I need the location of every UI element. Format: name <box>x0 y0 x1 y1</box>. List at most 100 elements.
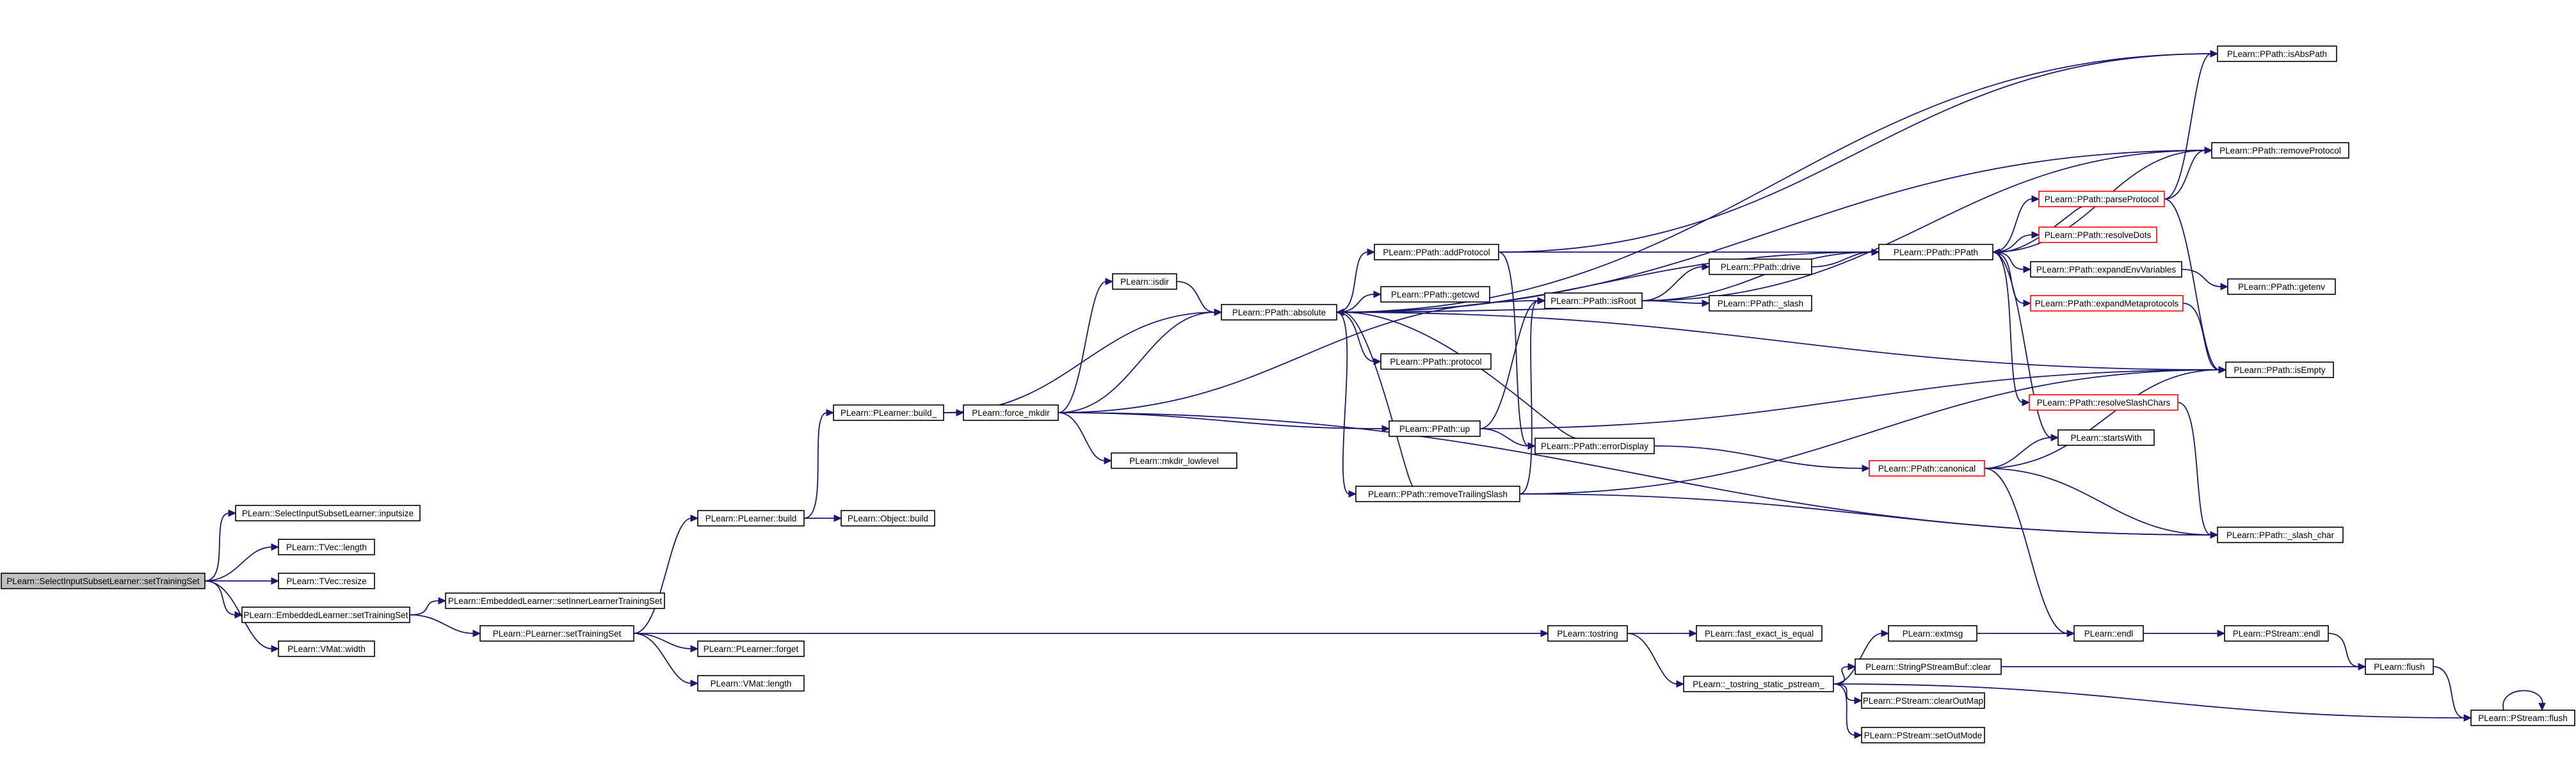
node-resolveslash-label: PLearn::PPath::resolveSlashChars <box>2037 398 2171 408</box>
node-up-box <box>1389 420 1481 437</box>
edge-up-to-isroot-line <box>1479 300 1539 429</box>
node-ppath[interactable]: PLearn::PPath::PPath <box>1878 244 1993 260</box>
node-isabs[interactable]: PLearn::PPath::isAbsPath <box>2217 45 2337 62</box>
edge-removetrail-to-absolute-line <box>1342 312 1414 487</box>
node-getcwd[interactable]: PLearn::PPath::getcwd <box>1380 286 1490 303</box>
edge-plsetts-to-plforget <box>633 633 699 653</box>
node-getenv[interactable]: PLearn::PPath::getenv <box>2227 278 2336 295</box>
node-isdir[interactable]: PLearn::isdir <box>1112 273 1177 290</box>
node-root: PLearn::SelectInputSubsetLearner::setTra… <box>1 573 205 589</box>
node-resolvedots[interactable]: PLearn::PPath::resolveDots <box>2038 226 2157 243</box>
node-slashchar[interactable]: PLearn::PPath::_slash_char <box>2217 527 2344 543</box>
node-tveclength-label: PLearn::TVec::length <box>286 543 367 552</box>
node-endl[interactable]: PLearn::endl <box>2073 625 2144 642</box>
node-fastexact[interactable]: PLearn::fast_exact_is_equal <box>1696 625 1823 642</box>
node-tostring[interactable]: PLearn::tostring <box>1547 625 1628 642</box>
node-absolute[interactable]: PLearn::PPath::absolute <box>1221 304 1337 321</box>
node-plsetts[interactable]: PLearn::PLearner::setTrainingSet <box>479 625 634 642</box>
node-errdisp[interactable]: PLearn::PPath::errorDisplay <box>1534 438 1655 454</box>
edge-forcemkdir-to-slashchar <box>1058 412 2219 539</box>
node-up[interactable]: PLearn::PPath::up <box>1389 420 1481 437</box>
edge-tostrstatic-to-clearoutmap-arrowhead <box>1854 697 1863 704</box>
node-pstreamflush[interactable]: PLearn::PStream::flush <box>2470 710 2575 726</box>
edge-plsetts-to-vmatlength-line <box>633 633 692 684</box>
node-plbuild_[interactable]: PLearn::PLearner::build_ <box>833 404 944 421</box>
edge-isroot-to-ppath-line <box>1641 251 1873 301</box>
node-forcemkdir-label: PLearn::force_mkdir <box>972 408 1050 418</box>
edge-plsetts-to-plforget-arrowhead <box>690 645 699 653</box>
node-vmatwidth[interactable]: PLearn::VMat::width <box>278 640 375 657</box>
edge-emb-to-plsetts-arrowhead <box>472 630 481 637</box>
edge-parseproto-to-isabs-arrowhead <box>2210 50 2219 58</box>
edge-errdisp-to-canonical <box>1654 445 1871 472</box>
node-expandenv[interactable]: PLearn::PPath::expandEnvVariables <box>2030 261 2182 278</box>
edge-canonical-to-isempty <box>1984 366 2227 469</box>
node-setoutmode-box <box>1861 727 1985 743</box>
node-spsbclear[interactable]: PLearn::StringPStreamBuf::clear <box>1855 658 2002 675</box>
node-inputsize[interactable]: PLearn::SelectInputSubsetLearner::inputs… <box>235 505 421 521</box>
node-isempty[interactable]: PLearn::PPath::isEmpty <box>2225 361 2334 378</box>
node-objbuild[interactable]: PLearn::Object::build <box>841 510 935 527</box>
node-setoutmode[interactable]: PLearn::PStream::setOutMode <box>1861 727 1985 743</box>
node-canonical[interactable]: PLearn::PPath::canonical <box>1869 460 1985 477</box>
node-plbuild[interactable]: PLearn::PLearner::build <box>697 510 805 527</box>
node-removeproto[interactable]: PLearn::PPath::removeProtocol <box>2211 142 2349 159</box>
node-removetrail[interactable]: PLearn::PPath::removeTrailingSlash <box>1355 486 1520 502</box>
node-extmsg[interactable]: PLearn::extmsg <box>1888 625 1977 642</box>
edge-isdir-to-absolute <box>1176 281 1223 316</box>
edge-canonical-to-isempty-arrowhead <box>2218 366 2227 374</box>
edge-parseproto-to-ppath-arrowhead <box>1992 248 2000 256</box>
node-mkdirlow[interactable]: PLearn::mkdir_lowlevel <box>1111 452 1237 469</box>
node-tostrstatic[interactable]: PLearn::_tostring_static_pstream_ <box>1683 676 1834 692</box>
node-flush[interactable]: PLearn::flush <box>2365 658 2434 675</box>
edge-absolute-to-addproto-arrowhead <box>1367 248 1376 256</box>
node-addproto-label: PLearn::PPath::addProtocol <box>1383 248 1490 257</box>
node-plforget[interactable]: PLearn::PLearner::forget <box>697 640 805 657</box>
edge-forcemkdir-to-mkdirlow <box>1058 412 1113 464</box>
node-resolveslash[interactable]: PLearn::PPath::resolveSlashChars <box>2029 394 2178 411</box>
node-isdir-box <box>1112 273 1177 290</box>
node-addproto[interactable]: PLearn::PPath::addProtocol <box>1374 244 1499 260</box>
node-clearoutmap[interactable]: PLearn::PStream::clearOutMap <box>1861 692 1985 709</box>
node-getcwd-box <box>1380 286 1490 303</box>
edge-removetrail-to-slashchar-line <box>1519 493 2212 536</box>
node-drive[interactable]: PLearn::PPath::drive <box>1709 258 1812 275</box>
edge-pstreamflush-to-pstreamflush <box>2502 690 2546 711</box>
edge-isroot-to-removeproto <box>1641 147 2213 301</box>
node-tveclength[interactable]: PLearn::TVec::length <box>278 539 375 555</box>
node-mkdirlow-box <box>1111 452 1237 469</box>
node-pstreamendl[interactable]: PLearn::PStream::endl <box>2224 625 2329 642</box>
node-isroot[interactable]: PLearn::PPath::isRoot <box>1544 292 1643 309</box>
edge-pstreamendl-to-flush-arrowhead <box>2358 663 2367 671</box>
node-embinner-label: PLearn::EmbeddedLearner::setInnerLearner… <box>448 596 662 606</box>
node-protocol[interactable]: PLearn::PPath::protocol <box>1380 353 1492 370</box>
node-tostring-label: PLearn::tostring <box>1557 629 1618 639</box>
node-parseproto[interactable]: PLearn::PPath::parseProtocol <box>2038 191 2165 207</box>
edge-resolveslash-to-slashchar-line <box>2177 402 2212 536</box>
edge-errdisp-to-absolute-arrowhead <box>1335 308 1344 316</box>
edge-isroot-to-absolute-line <box>1342 308 1579 313</box>
node-expandmeta[interactable]: PLearn::PPath::expandMetaprotocols <box>2030 295 2184 312</box>
node-forcemkdir[interactable]: PLearn::force_mkdir <box>963 404 1059 421</box>
node-plforget-box <box>697 640 805 657</box>
node-endl-box <box>2073 625 2144 642</box>
node-ppath-box <box>1878 244 1993 260</box>
node-errdisp-box <box>1534 438 1655 454</box>
node-objbuild-label: PLearn::Object::build <box>848 514 928 523</box>
node-startswith[interactable]: PLearn::startsWith <box>2057 429 2155 446</box>
edge-tostrstatic-to-clearoutmap <box>1833 683 1863 704</box>
edge-absolute-to-addproto-line <box>1336 251 1369 313</box>
node-expandmeta-label: PLearn::PPath::expandMetaprotocols <box>2035 299 2179 308</box>
edge-isdir-to-absolute-line <box>1176 281 1216 313</box>
node-emb[interactable]: PLearn::EmbeddedLearner::setTrainingSet <box>241 607 410 623</box>
node-emb-label: PLearn::EmbeddedLearner::setTrainingSet <box>244 610 408 620</box>
node-vmatlength[interactable]: PLearn::VMat::length <box>697 675 805 692</box>
node-tvecresize[interactable]: PLearn::TVec::resize <box>278 573 375 589</box>
node-expandenv-box <box>2030 261 2182 278</box>
edge-forcemkdir-to-mkdirlow-line <box>1058 412 1106 461</box>
node-forcemkdir-box <box>963 404 1059 421</box>
node-slash[interactable]: PLearn::PPath::_slash <box>1709 295 1812 312</box>
edge-ppath-to-resolveslash-line <box>1992 251 2024 403</box>
node-embinner[interactable]: PLearn::EmbeddedLearner::setInnerLearner… <box>445 592 665 609</box>
node-getenv-box <box>2227 278 2336 295</box>
